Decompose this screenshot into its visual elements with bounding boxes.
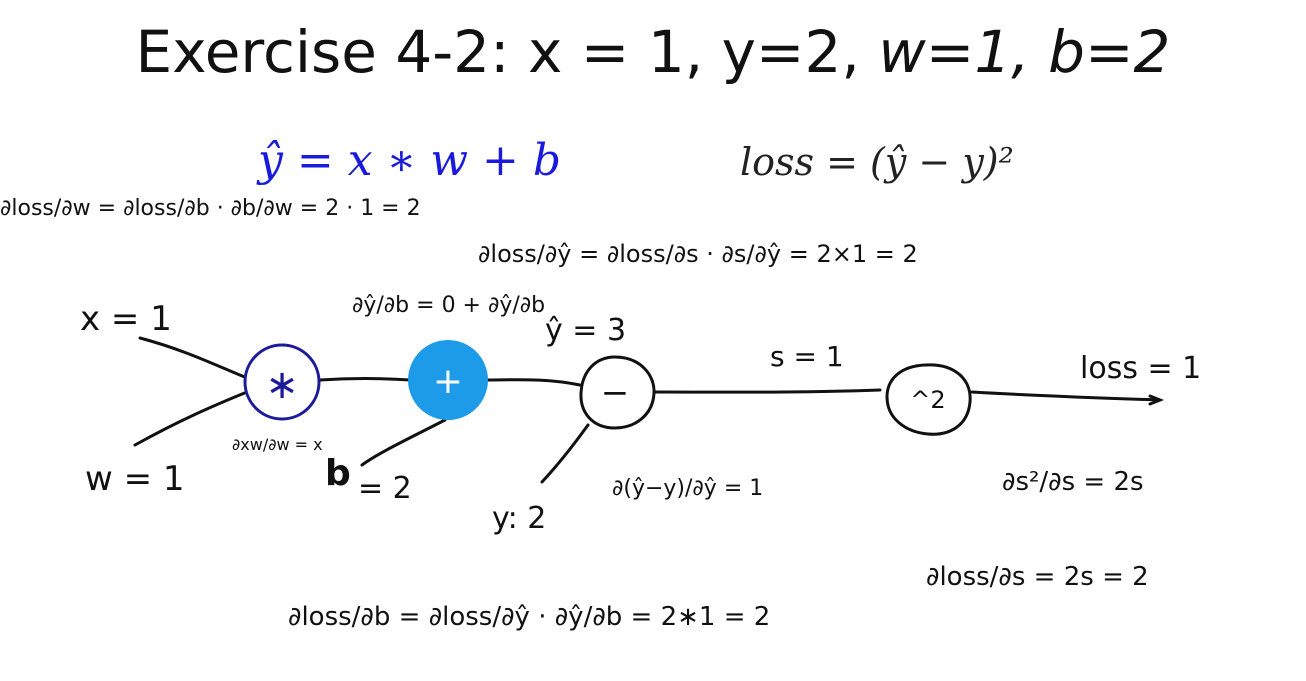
dyhat-db-annotation: ∂ŷ/∂b = 0 + ∂ŷ/∂b <box>352 293 545 318</box>
b-input-letter: b <box>325 453 351 494</box>
dloss-dyhat-annotation: ∂loss/∂ŷ = ∂loss/∂s · ∂s/∂ŷ = 2×1 = 2 <box>478 240 918 268</box>
slide-title: Exercise 4-2: x = 1, y=2, w=1, b=2 <box>0 18 1306 86</box>
edge-x-mul <box>138 336 249 380</box>
yhat-edge-label: ŷ = 3 <box>545 313 626 348</box>
add-symbol: + <box>433 361 463 402</box>
dloss-dw-annotation: ∂loss/∂w = ∂loss/∂b · ∂b/∂w = 2 · 1 = 2 <box>0 196 421 221</box>
edge-w-mul <box>133 390 249 447</box>
ds2-ds-annotation: ∂s²/∂s = 2s <box>1002 467 1144 497</box>
x-input-label: x = 1 <box>80 299 172 339</box>
s-edge-label: s = 1 <box>770 340 844 373</box>
y-input-label: y: 2 <box>492 501 546 536</box>
edge-y-sub <box>540 423 590 484</box>
edge-add-sub <box>483 378 582 387</box>
edge-mul-add <box>318 377 412 382</box>
sub-node: − <box>579 355 656 430</box>
mul-node: ∗ <box>243 343 321 421</box>
dloss-db-annotation: ∂loss/∂b = ∂loss/∂ŷ · ∂ŷ/∂b = 2∗1 = 2 <box>288 602 770 632</box>
w-input-label: w = 1 <box>85 459 185 499</box>
edge-loss-arrowhead <box>1148 394 1165 406</box>
dloss-ds-annotation: ∂loss/∂s = 2s = 2 <box>926 562 1149 592</box>
square-node: ^2 <box>885 363 972 436</box>
title-main: Exercise 4-2: x = 1, y=2, <box>135 18 879 86</box>
add-node: + <box>408 340 488 420</box>
edge-b-add <box>360 418 447 467</box>
square-symbol: ^2 <box>910 386 945 414</box>
mul-symbol: ∗ <box>265 362 299 408</box>
edge-sq-loss <box>970 390 1162 402</box>
loss-equation: loss = (ŷ − y)² <box>740 140 1014 184</box>
edge-sub-sq <box>653 388 882 394</box>
graph-edges <box>133 336 1165 484</box>
yhat-equation: ŷ = x ∗ w + b <box>258 135 562 186</box>
loss-edge-label: loss = 1 <box>1080 351 1201 386</box>
dxw-dw-annotation: ∂xw/∂w = x <box>232 435 323 454</box>
sub-symbol: − <box>601 373 630 413</box>
dyhat-minus-y-annotation: ∂(ŷ−y)/∂ŷ = 1 <box>612 476 763 501</box>
b-input-value: = 2 <box>358 471 412 506</box>
title-italic: w=1, b=2 <box>878 18 1171 86</box>
